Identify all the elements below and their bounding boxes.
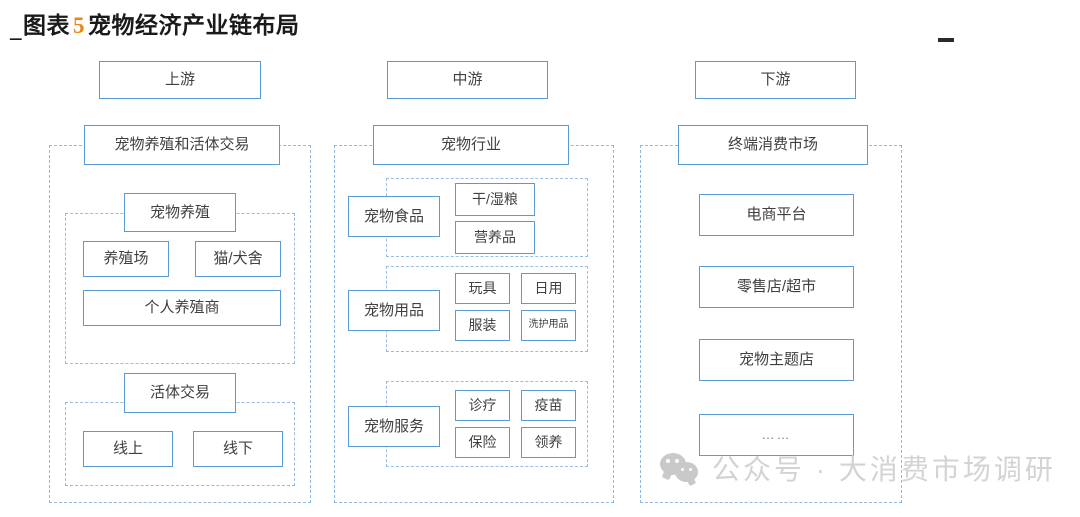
upstream-group-breeding-container — [65, 213, 295, 364]
upstream-group-breeding-title: 宠物养殖 — [124, 193, 236, 232]
column-header-upstream: 上游 — [99, 61, 261, 99]
column-header-midstream: 中游 — [387, 61, 548, 99]
title-text: 宠物经济产业链布局 — [88, 13, 300, 38]
downstream-item-pet-theme-store: 宠物主题店 — [699, 339, 854, 381]
midstream-item-insurance: 保险 — [455, 427, 510, 458]
downstream-section-title: 终端消费市场 — [678, 125, 868, 165]
upstream-group-livetrade-title: 活体交易 — [124, 373, 236, 413]
midstream-item-daily-use: 日用 — [521, 273, 576, 304]
midstream-item-apparel: 服装 — [455, 310, 510, 341]
midstream-item-nutrition: 营养品 — [455, 221, 535, 254]
upstream-item-online: 线上 — [83, 431, 173, 467]
downstream-item-ellipsis: …… — [699, 414, 854, 456]
downstream-item-ecommerce: 电商平台 — [699, 194, 854, 236]
title-prefix: 图表 — [23, 13, 70, 38]
midstream-group-food-title: 宠物食品 — [348, 196, 440, 237]
title-right-dash — [938, 38, 954, 42]
column-header-downstream: 下游 — [695, 61, 856, 99]
upstream-section-title: 宠物养殖和活体交易 — [84, 125, 280, 165]
midstream-item-medical: 诊疗 — [455, 390, 510, 421]
title-number: 5 — [73, 13, 85, 38]
midstream-group-supplies-title: 宠物用品 — [348, 290, 440, 331]
midstream-section-title: 宠物行业 — [373, 125, 569, 165]
midstream-item-toys: 玩具 — [455, 273, 510, 304]
midstream-item-vaccine: 疫苗 — [521, 390, 576, 421]
title-leading-mark: _ — [10, 17, 22, 42]
upstream-item-breeding-farm: 养殖场 — [83, 241, 169, 277]
midstream-item-dry-wet-food: 干/湿粮 — [455, 183, 535, 216]
upstream-item-individual-breeder: 个人养殖商 — [83, 290, 281, 326]
midstream-item-adoption: 领养 — [521, 427, 576, 458]
midstream-item-grooming-supplies: 洗护用品 — [521, 310, 576, 341]
upstream-item-offline: 线下 — [193, 431, 283, 467]
upstream-item-cattery-kennel: 猫/犬舍 — [195, 241, 281, 277]
downstream-item-retail-supermarket: 零售店/超市 — [699, 266, 854, 308]
midstream-group-services-title: 宠物服务 — [348, 406, 440, 447]
